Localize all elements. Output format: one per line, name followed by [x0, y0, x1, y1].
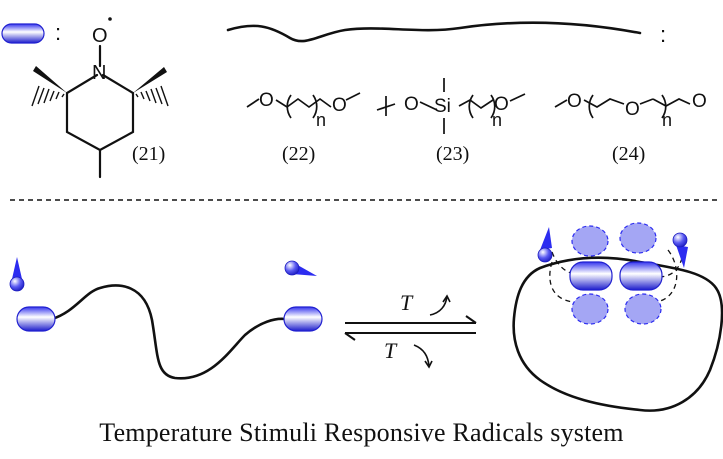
chain-23-silicon: Si	[434, 96, 451, 117]
electron-spin-icon-left	[9, 257, 25, 292]
colon-chain: :	[660, 22, 666, 47]
electron-spin-icon-right	[284, 260, 317, 276]
radical-capsule-aggregated-1	[569, 261, 613, 291]
radical-capsule-right	[283, 306, 323, 332]
chain-22-oxygen-1: O	[259, 90, 274, 111]
chain-23-oxygen-1: O	[404, 94, 419, 115]
forward-temperature-label: T	[400, 290, 414, 315]
radical-capsule-aggregated-2	[619, 261, 663, 291]
chain-22-oxygen-2: O	[332, 95, 347, 116]
curved-arrow-down-icon	[413, 344, 433, 369]
chain-23-subscript-n: n	[492, 110, 502, 130]
compound-number-22: (22)	[282, 143, 315, 165]
colon-legend: :	[55, 20, 61, 45]
chain-24-oxygen-2: O	[625, 99, 640, 120]
curved-arrow-up-icon	[429, 294, 451, 316]
chain-22-subscript-n: n	[316, 110, 326, 130]
reverse-temperature-label: T	[384, 338, 398, 363]
electron-spin-icon-aggregated-right	[672, 232, 688, 268]
chain-24: O O n O (24)	[554, 91, 707, 165]
chain-24-oxygen-1: O	[567, 91, 582, 112]
radical-capsule-legend	[1, 23, 45, 44]
compound-number-23: (23)	[436, 143, 469, 165]
extended-polymer-chain	[50, 284, 287, 380]
chain-22: O n O (22)	[246, 90, 361, 165]
compound-number-24: (24)	[612, 143, 645, 165]
equilibrium-arrows	[344, 315, 477, 341]
electron-spin-icon-aggregated-left	[537, 227, 553, 263]
radical-dot	[108, 17, 112, 21]
chain-24-subscript-n: n	[662, 110, 672, 130]
collapsed-polymer-loop	[512, 256, 723, 412]
tempo-hashed-methyls	[31, 85, 169, 107]
compound-number-21: (21)	[132, 143, 165, 165]
tempo-nitrogen-label: N	[92, 62, 106, 84]
tempo-structure	[33, 44, 167, 179]
polymer-chain-legend	[226, 21, 642, 43]
tempo-oxygen-label: O	[92, 25, 108, 47]
chain-24-oxygen-3: O	[692, 91, 707, 112]
chain-23: O Si n O (23)	[376, 78, 526, 165]
radical-capsule-left	[16, 306, 56, 332]
chain-23-oxygen-2: O	[494, 94, 509, 115]
shadow-blobs	[571, 222, 662, 325]
figure-caption: Temperature Stimuli Responsive Radicals …	[99, 418, 624, 447]
